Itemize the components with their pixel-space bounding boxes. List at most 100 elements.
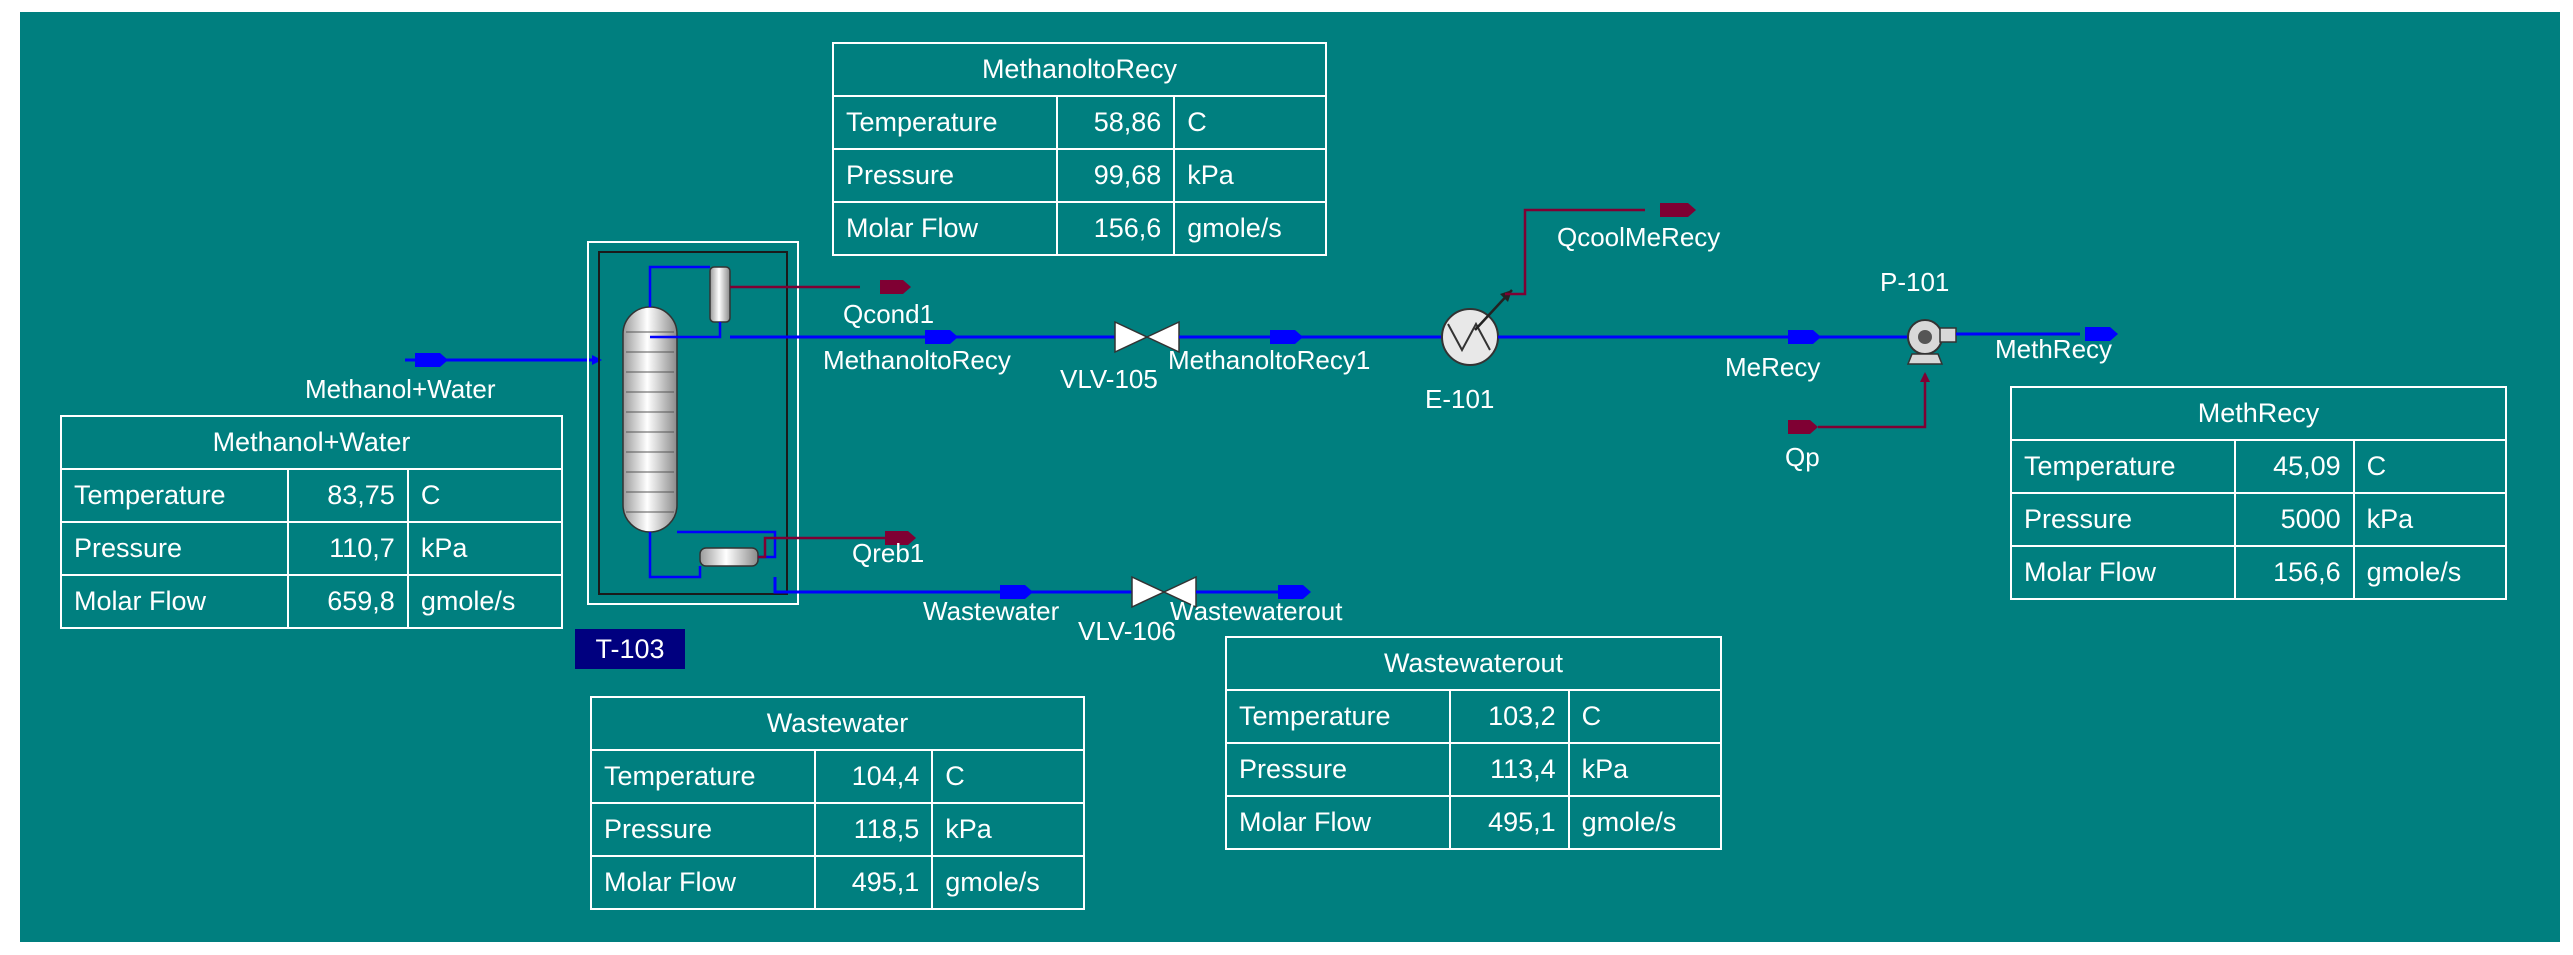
label-merecy: MeRecy: [1725, 352, 1821, 382]
energy-stream-qcond1[interactable]: [730, 280, 911, 294]
cell-unit: C: [1173, 95, 1327, 150]
cell-value: 83,75: [287, 468, 409, 523]
cell-value: 156,6: [1055, 201, 1176, 256]
label-qreb1: Qreb1: [852, 538, 925, 568]
cell-value: 45,09: [2234, 439, 2355, 494]
flowsheet-diagram: [405, 203, 2118, 609]
cell-value: 5000: [2234, 492, 2355, 547]
energy-stream-qp[interactable]: [1788, 372, 1930, 434]
label-wastewaterout: Wastewaterout: [1170, 596, 1343, 626]
cell-unit: gmole/s: [406, 574, 564, 629]
cell-unit: gmole/s: [1173, 201, 1327, 256]
label-wastewater: Wastewater: [923, 596, 1060, 626]
stream-methanol-water[interactable]: [405, 353, 602, 367]
column-t103[interactable]: [587, 241, 799, 605]
label-t103[interactable]: T-103: [575, 629, 685, 669]
cell-value: 58,86: [1055, 95, 1176, 150]
cell-name: Temperature: [832, 95, 1058, 150]
cell-unit: C: [406, 468, 564, 523]
cell-name: Molar Flow: [590, 855, 816, 910]
cell-value: 104,4: [813, 749, 934, 804]
cell-unit: gmole/s: [931, 855, 1085, 910]
cell-unit: C: [931, 749, 1085, 804]
stream-methrecy[interactable]: [1956, 327, 2118, 341]
label-vlv106: VLV-106: [1078, 616, 1176, 646]
stream-methanoltorecy[interactable]: [720, 330, 1115, 344]
energy-stream-qcoolmerecy[interactable]: [1505, 203, 1696, 296]
stream-wastewaterout[interactable]: [1196, 585, 1311, 599]
pump-p101[interactable]: [1906, 319, 1957, 365]
cell-name: Temperature: [2009, 439, 2237, 494]
cell-value: 103,2: [1449, 689, 1570, 744]
stream-merecy[interactable]: [1498, 330, 1910, 344]
stream-wastewater[interactable]: [773, 577, 1132, 599]
valve-vlv105[interactable]: [1114, 320, 1180, 354]
energy-stream-qreb1[interactable]: [758, 531, 916, 559]
label-qcond1: Qcond1: [843, 299, 935, 329]
cell-name: Pressure: [59, 521, 290, 576]
cell-name: Temperature: [590, 749, 816, 804]
table-title: Wastewaterout: [1225, 636, 1722, 691]
cell-name: Molar Flow: [2009, 545, 2237, 600]
label-methrecy: MethRecy: [1995, 334, 2113, 364]
table-title: MethRecy: [2010, 386, 2507, 441]
cell-value: 118,5: [813, 802, 934, 857]
cell-value: 495,1: [1449, 795, 1570, 850]
label-e101: E-101: [1425, 384, 1495, 414]
cooler-e101[interactable]: [1441, 289, 1513, 366]
cell-name: Molar Flow: [832, 201, 1058, 256]
label-qp: Qp: [1785, 442, 1820, 472]
cell-name: Molar Flow: [59, 574, 290, 629]
cell-name: Pressure: [1224, 742, 1452, 797]
cell-unit: kPa: [1173, 148, 1327, 203]
label-p101: P-101: [1880, 267, 1950, 297]
cell-unit: C: [2352, 439, 2508, 494]
cell-value: 99,68: [1055, 148, 1176, 203]
cell-unit: kPa: [2352, 492, 2508, 547]
stream-methanoltorecy1[interactable]: [1179, 330, 1442, 344]
table-title: Wastewater: [590, 696, 1085, 751]
table-title: Methanol+Water: [60, 415, 563, 470]
cell-name: Pressure: [832, 148, 1058, 203]
cell-unit: C: [1567, 689, 1723, 744]
cell-unit: gmole/s: [2352, 545, 2508, 600]
label-qcoolmerecy: QcoolMeRecy: [1557, 222, 1721, 252]
cell-unit: kPa: [406, 521, 564, 576]
label-vlv105: VLV-105: [1060, 364, 1158, 394]
flowsheet-canvas[interactable]: Methanol+Water Qcond1 MethanoltoRecy VLV…: [20, 12, 2560, 942]
cell-value: 659,8: [287, 574, 409, 629]
cell-name: Temperature: [59, 468, 290, 523]
cell-unit: kPa: [931, 802, 1085, 857]
cell-value: 495,1: [813, 855, 934, 910]
cell-name: Temperature: [1224, 689, 1452, 744]
cell-unit: gmole/s: [1567, 795, 1723, 850]
label-methanol-water: Methanol+Water: [305, 374, 496, 404]
cell-name: Molar Flow: [1224, 795, 1452, 850]
cell-value: 113,4: [1449, 742, 1570, 797]
cell-name: Pressure: [590, 802, 816, 857]
label-methanoltorecy1: MethanoltoRecy1: [1168, 345, 1371, 375]
cell-value: 156,6: [2234, 545, 2355, 600]
cell-name: Pressure: [2009, 492, 2237, 547]
cell-value: 110,7: [287, 521, 409, 576]
